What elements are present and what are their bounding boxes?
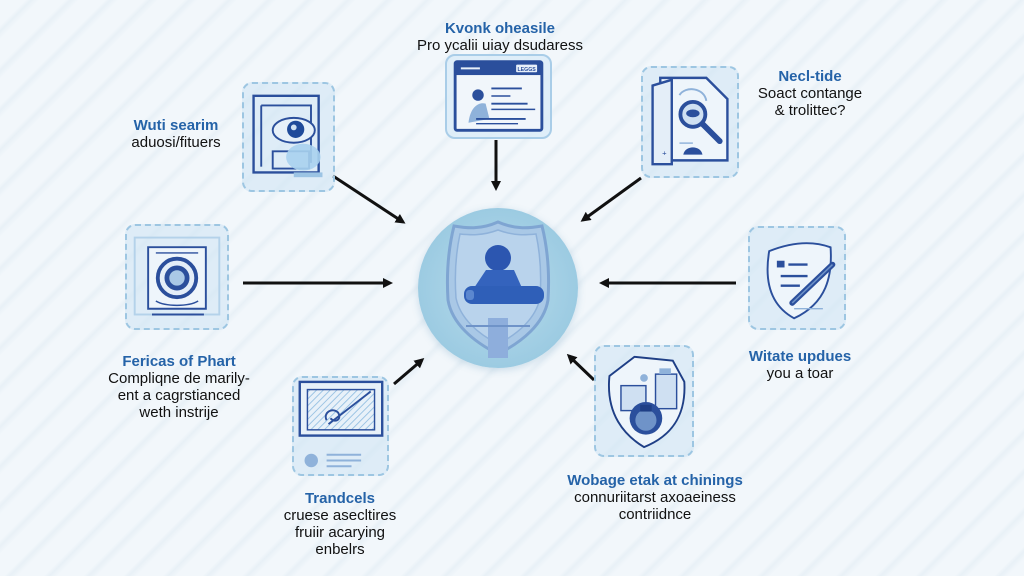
node-title: Wuti searim — [133, 117, 219, 134]
node-label-top-right: Necl-tide Soact contange & trolittec? — [740, 68, 880, 119]
node-label-bottom-right: Wobage etak at chinings connuriitarst ax… — [540, 472, 770, 523]
node-label-middle-right: Witate updues you a toar — [730, 348, 870, 382]
node-title: Wobage etak at chinings — [567, 472, 743, 489]
node-title: Fericas of Phart — [122, 353, 236, 370]
node-card-top-right: + — [641, 66, 739, 178]
node-label-top-left: Wuti searim aduosi/fituers — [96, 117, 256, 151]
node-desc-line: fruiir acarying — [294, 524, 386, 541]
browser-profile-icon: LEGGS — [453, 60, 544, 132]
node-desc-line: contriidnce — [618, 506, 692, 523]
document-search-icon: + — [651, 76, 729, 166]
node-desc-line: Pro ycalii uiay dsudaress — [417, 37, 583, 54]
node-desc-line: cruese asecltires — [283, 507, 397, 524]
node-title: Necl-tide — [778, 68, 842, 85]
node-desc-line: Compliqne de marily- — [108, 370, 250, 387]
node-label-middle-left: Fericas of Phart Compliqne de marily- en… — [84, 353, 274, 421]
node-card-top-center: LEGGS — [445, 54, 552, 139]
node-desc-line: connuriitarst axoaeiness — [574, 489, 736, 506]
node-title: Trandcels — [304, 490, 376, 507]
node-title: Kvonk oheasile — [444, 20, 556, 37]
shield-user-icon — [445, 220, 551, 358]
node-title: Witate updues — [748, 348, 852, 365]
node-label-top-center: Kvonk oheasile Pro ycalii uiay dsudaress — [390, 20, 610, 54]
eye-document-magnifier-icon — [252, 94, 323, 178]
node-card-middle-left — [125, 224, 229, 330]
node-desc-line: ent a cagrstianced — [117, 387, 241, 404]
node-card-bottom-right — [594, 345, 694, 457]
shield-devices-icon — [607, 355, 686, 449]
node-card-bottom-left — [292, 376, 389, 476]
node-desc-line: Soact contange — [757, 85, 863, 102]
signed-document-icon — [298, 380, 384, 468]
node-desc-line: weth instrije — [139, 404, 219, 421]
node-desc-line: & trolittec? — [774, 102, 846, 119]
node-desc-line: you a toar — [766, 365, 834, 382]
node-card-top-left — [242, 82, 335, 192]
svg-text:+: + — [662, 149, 667, 158]
arrow-top-right — [580, 176, 642, 222]
browser-button-text: LEGGS — [517, 67, 536, 73]
shield-pen-icon — [766, 242, 836, 320]
node-label-bottom-left: Trandcels cruese asecltires fruiir acary… — [260, 490, 420, 558]
arrow-top-left — [332, 174, 406, 224]
node-desc-line: enbelrs — [315, 541, 365, 558]
central-hub — [418, 208, 578, 368]
node-card-middle-right — [748, 226, 846, 330]
node-desc-line: aduosi/fituers — [131, 134, 221, 151]
seal-certificate-icon — [133, 236, 221, 316]
